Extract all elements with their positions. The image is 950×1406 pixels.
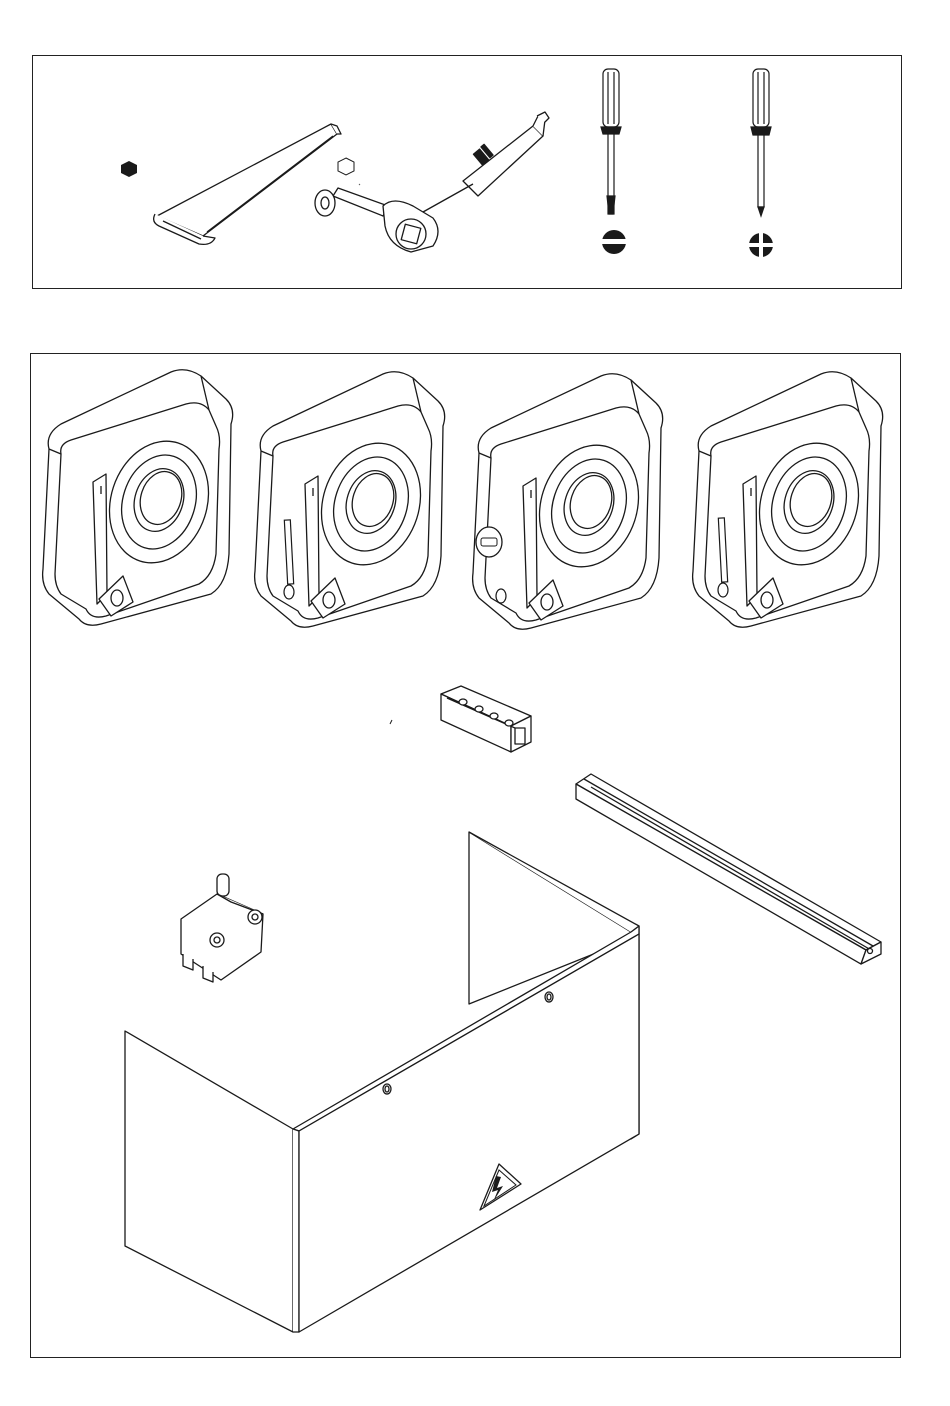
flat-screwdriver	[601, 69, 621, 214]
terminal-block	[441, 686, 531, 752]
control-box-1	[43, 370, 233, 625]
flat-slot-icon	[600, 230, 628, 254]
hex-key-icon	[121, 161, 137, 177]
control-box-3	[473, 374, 663, 629]
parts-panel	[30, 353, 901, 1358]
phillips-screwdriver	[751, 69, 771, 216]
hex-key-wrench	[154, 124, 341, 244]
ratchet-wrench	[315, 112, 549, 252]
phillips-cross-icon	[747, 231, 775, 259]
tools-panel	[32, 55, 902, 289]
micro-switch	[181, 874, 263, 982]
control-box-2	[255, 372, 445, 627]
control-box-4	[693, 372, 883, 627]
hex-socket-icon	[338, 158, 354, 175]
